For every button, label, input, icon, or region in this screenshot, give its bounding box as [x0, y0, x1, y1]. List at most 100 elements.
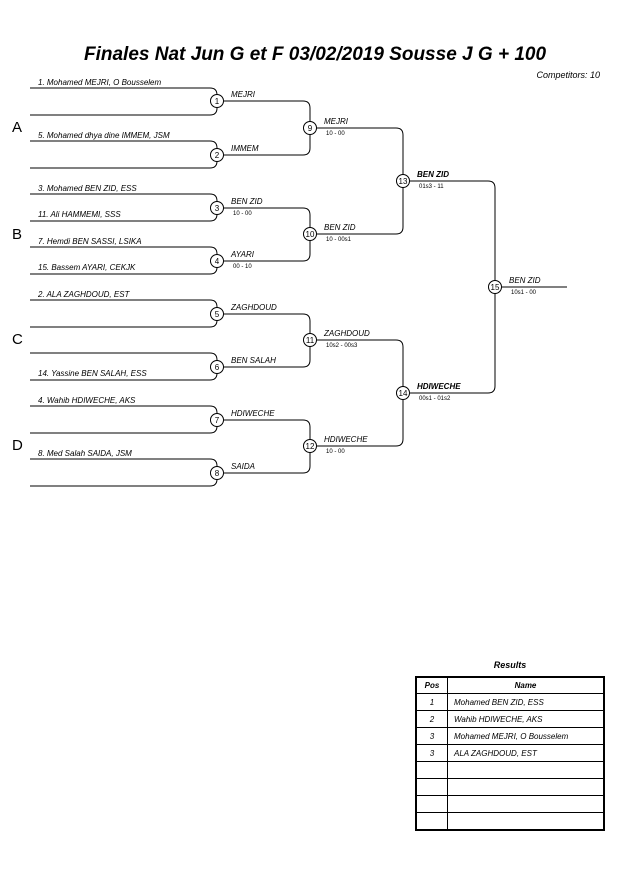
match-number: 7: [215, 416, 220, 425]
match-6: 6 BEN SALAH: [210, 356, 276, 374]
match-number: 12: [306, 442, 315, 451]
page-title: Finales Nat Jun G et F 03/02/2019 Sousse…: [83, 44, 547, 65]
match-8: 8 SAIDA: [210, 462, 255, 480]
name-cell: [447, 795, 605, 813]
match-winner: IMMEM: [231, 144, 259, 153]
match-2: 2 IMMEM: [210, 144, 259, 162]
match-winner: BEN ZID: [231, 197, 263, 206]
match-score: 10 - 00: [233, 211, 252, 217]
match-number: 11: [306, 336, 315, 345]
match-score: 10 - 00: [326, 449, 345, 455]
match-number: 15: [491, 283, 500, 292]
match-winner: BEN ZID: [324, 223, 356, 232]
pos-cell: 1: [415, 693, 448, 711]
pos-cell: 3: [415, 727, 448, 745]
match-15: 15 BEN ZID 10s1 - 00: [488, 276, 541, 296]
match-5: 5 ZAGHDOUD: [210, 303, 277, 321]
match-12: 12 HDIWECHE 10 - 00: [303, 435, 368, 455]
name-cell: ALA ZAGHDOUD, EST: [447, 744, 605, 762]
pool-label-b: B: [12, 226, 22, 243]
name-cell: [447, 812, 605, 831]
match-11: 11 ZAGHDOUD 10s2 - 00s3: [303, 329, 370, 349]
match-score: 00 - 10: [233, 264, 252, 270]
results-header-row: Pos Name: [415, 676, 605, 694]
match-winner: AYARI: [230, 250, 255, 259]
name-cell: Wahib HDIWECHE, AKS: [447, 710, 605, 728]
match-number: 6: [215, 363, 220, 372]
match-number: 13: [399, 177, 408, 186]
match-score: 10s2 - 00s3: [326, 343, 358, 349]
match-number: 4: [215, 257, 220, 266]
match-10: 10 BEN ZID 10 - 00s1: [303, 223, 356, 243]
table-row: [415, 761, 605, 779]
match-winner: HDIWECHE: [417, 382, 461, 391]
bracket-connector: [30, 87, 218, 116]
name-cell: Mohamed BEN ZID, ESS: [447, 693, 605, 711]
bracket-connector: [30, 458, 218, 487]
match-winner: BEN ZID: [509, 276, 541, 285]
table-row: [415, 812, 605, 831]
pos-cell: [415, 761, 448, 779]
match-9: 9 MEJRI 10 - 00: [303, 117, 349, 137]
match-winner: ZAGHDOUD: [230, 303, 277, 312]
match-score: 10 - 00s1: [326, 237, 352, 243]
entry-label: 8. Med Salah SAIDA, JSM: [38, 449, 132, 458]
match-score: 10s1 - 00: [511, 290, 537, 296]
table-row: [415, 795, 605, 813]
entry-label: 4. Wahib HDIWECHE, AKS: [38, 396, 136, 405]
pool-label-c: C: [12, 331, 23, 348]
match-winner: MEJRI: [231, 90, 256, 99]
pos-cell: 3: [415, 744, 448, 762]
match-1: 1 MEJRI: [210, 90, 256, 108]
match-winner: ZAGHDOUD: [323, 329, 370, 338]
match-number: 2: [215, 151, 220, 160]
match-7: 7 HDIWECHE: [210, 409, 275, 427]
match-3: 3 BEN ZID 10 - 00: [210, 197, 263, 217]
entry-label: 5. Mohamed dhya dine IMMEM, JSM: [38, 131, 170, 140]
match-number: 8: [215, 469, 220, 478]
pos-header: Pos: [415, 676, 448, 694]
bracket-lines: [30, 87, 567, 487]
pos-cell: [415, 812, 448, 831]
match-number: 3: [215, 204, 220, 213]
name-cell: [447, 761, 605, 779]
entry-label: 1. Mohamed MEJRI, O Bousselem: [38, 78, 161, 87]
pool-label-d: D: [12, 437, 23, 454]
pos-cell: [415, 795, 448, 813]
name-header: Name: [447, 676, 605, 694]
bracket-connector: [317, 127, 404, 235]
match-winner: MEJRI: [324, 117, 349, 126]
match-winner: BEN ZID: [417, 170, 449, 179]
entry-label: 11. Ali HAMMEMI, SSS: [38, 210, 121, 219]
entry-label: 15. Bassem AYARI, CEKJK: [38, 263, 136, 272]
entry-label: 3. Mohamed BEN ZID, ESS: [38, 184, 137, 193]
entry-label: 14. Yassine BEN SALAH, ESS: [38, 369, 147, 378]
pool-label-a: A: [12, 119, 22, 136]
results-title: Results: [493, 660, 527, 670]
entry-label: 7. Hemdi BEN SASSI, LSIKA: [38, 237, 142, 246]
match-number: 1: [215, 97, 220, 106]
match-13: 13 BEN ZID 01s3 - 11: [396, 170, 449, 190]
match-number: 5: [215, 310, 220, 319]
competitors-count: Competitors: 10: [536, 70, 600, 80]
table-row: [415, 778, 605, 796]
name-cell: Mohamed MEJRI, O Bousselem: [447, 727, 605, 745]
match-winner: SAIDA: [231, 462, 255, 471]
match-score: 00s1 - 01s2: [419, 396, 451, 402]
match-score: 10 - 00: [326, 131, 345, 137]
match-number: 14: [399, 389, 408, 398]
bracket-connector: [317, 339, 404, 447]
pos-cell: 2: [415, 710, 448, 728]
match-score: 01s3 - 11: [419, 184, 444, 190]
entry-label: 2. ALA ZAGHDOUD, EST: [37, 290, 131, 299]
match-number: 10: [306, 230, 315, 239]
match-4: 4 AYARI 00 - 10: [210, 250, 255, 270]
pos-cell: [415, 778, 448, 796]
